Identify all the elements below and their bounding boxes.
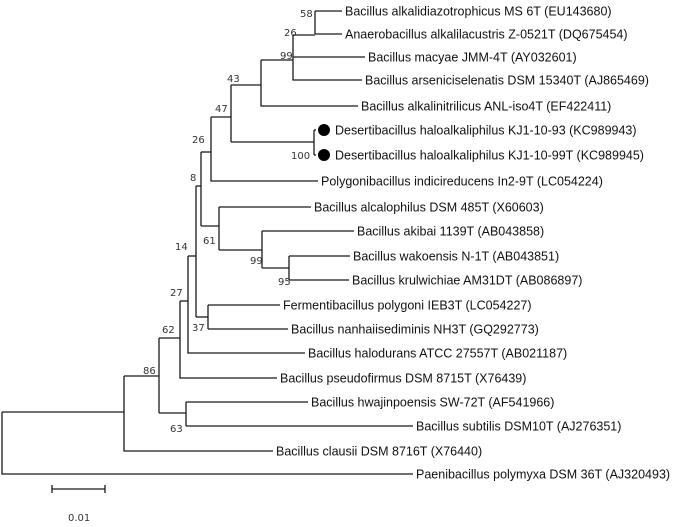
taxon-label: Bacillus alkalinitrilicus ANL-iso4T (EF4… bbox=[361, 100, 611, 114]
bootstrap-value: 8 bbox=[190, 173, 196, 184]
strain-marker-dot-icon bbox=[318, 149, 330, 161]
scale-bar-label: 0.01 bbox=[68, 513, 90, 524]
taxon-label: Bacillus pseudofirmus DSM 8715T (X76439) bbox=[280, 372, 526, 386]
taxon-label: Desertibacillus haloalkaliphilus KJ1-10-… bbox=[335, 149, 644, 163]
taxon-label: Bacillus arseniciselenatis DSM 15340T (A… bbox=[365, 74, 649, 88]
taxon-label: Bacillus subtilis DSM10T (AJ276351) bbox=[416, 420, 621, 434]
taxon-label: Paenibacillus polymyxa DSM 36T (AJ320493… bbox=[416, 468, 670, 482]
bootstrap-value: 43 bbox=[227, 74, 240, 85]
bootstrap-value: 58 bbox=[300, 9, 313, 20]
bootstrap-value: 99 bbox=[280, 51, 293, 62]
bootstrap-value: 100 bbox=[291, 151, 310, 162]
bootstrap-value: 14 bbox=[175, 242, 188, 253]
strain-marker-dot-icon bbox=[318, 124, 330, 136]
taxon-label: Bacillus hwajinpoensis SW-72T (AF541966) bbox=[311, 396, 554, 410]
tree-branches bbox=[1, 10, 413, 475]
taxon-label: Anaerobacillus alkalilacustris Z-0521T (… bbox=[345, 28, 628, 42]
scale-bar: 0.01 bbox=[51, 485, 106, 524]
taxon-label: Bacillus krulwichiae AM31DT (AB086897) bbox=[352, 274, 582, 288]
taxon-label: Bacillus alcalophilus DSM 485T (X60603) bbox=[314, 201, 544, 215]
branch bbox=[1, 412, 413, 475]
taxon-label: Fermentibacillus polygoni IEB3T (LC05422… bbox=[283, 299, 532, 313]
taxon-label: Bacillus clausii DSM 8716T (X76440) bbox=[276, 445, 482, 459]
taxon-label: Bacillus macyae JMM-4T (AY032601) bbox=[368, 51, 577, 65]
taxon-labels: Bacillus alkalidiazotrophicus MS 6T (EU1… bbox=[276, 5, 670, 482]
bootstrap-value: 86 bbox=[143, 366, 156, 377]
branch bbox=[123, 376, 273, 452]
bootstrap-value: 63 bbox=[170, 424, 183, 435]
taxon-label: Bacillus nanhaiisediminis NH3T (GQ292773… bbox=[291, 323, 539, 337]
bootstrap-value: 95 bbox=[278, 277, 291, 288]
bootstrap-value: 26 bbox=[284, 28, 297, 39]
bootstrap-value: 61 bbox=[203, 236, 216, 247]
branch bbox=[179, 301, 277, 379]
taxon-label: Bacillus alkalidiazotrophicus MS 6T (EU1… bbox=[345, 5, 612, 19]
scale-bar-line bbox=[51, 485, 106, 493]
branch bbox=[187, 256, 305, 354]
bootstrap-value: 99 bbox=[250, 256, 263, 267]
bootstrap-value: 26 bbox=[192, 135, 205, 146]
bootstrap-value: 27 bbox=[170, 288, 183, 299]
taxon-label: Bacillus akibai 1139T (AB043858) bbox=[357, 225, 544, 239]
bootstrap-value: 62 bbox=[162, 325, 175, 336]
bootstrap-value: 47 bbox=[215, 104, 228, 115]
bootstrap-value: 37 bbox=[192, 323, 205, 334]
branch bbox=[210, 117, 318, 182]
taxon-label: Desertibacillus haloalkaliphilus KJ1-10-… bbox=[335, 124, 637, 138]
taxon-label: Bacillus halodurans ATCC 27557T (AB02118… bbox=[308, 347, 567, 361]
taxon-label: Polygonibacillus indicireducens In2-9T (… bbox=[321, 175, 603, 189]
taxon-label: Bacillus wakoensis N-1T (AB043851) bbox=[353, 250, 559, 264]
branch bbox=[260, 60, 358, 107]
branch bbox=[292, 35, 362, 81]
